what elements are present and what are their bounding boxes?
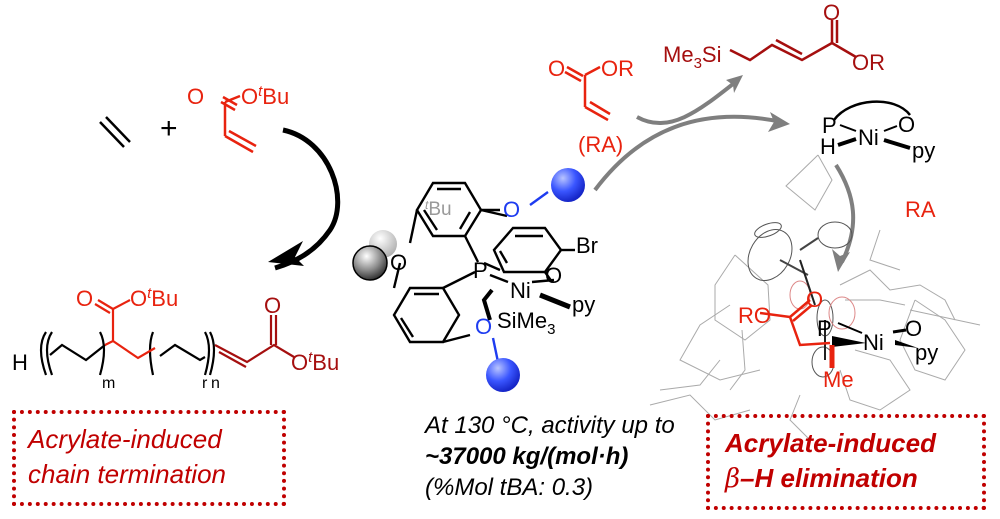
crystal-o: O	[905, 316, 922, 341]
plus-sign: +	[160, 112, 178, 145]
crystal-p: P	[817, 316, 832, 341]
ethylene	[99, 116, 131, 148]
crystal-ni: Ni	[863, 330, 884, 355]
ra-arrow-label: RA	[905, 197, 936, 222]
tert-butyl-acrylate: O OtBu	[187, 83, 289, 154]
nickel-catalyst: O O O tBu Br O P Ni py SiMe3	[352, 168, 598, 392]
beta-h-elimination-line1: Acrylate-induced	[725, 428, 936, 458]
activity-line2: ~37000 kg/(mol·h)	[425, 443, 629, 470]
beta-h-text: –H elimination	[740, 463, 918, 493]
crystal-ro: RO	[738, 303, 771, 328]
copolymerization-arrowhead	[268, 241, 304, 266]
trimethylsilyl-label: SiMe3	[497, 308, 555, 338]
bromo-label: Br	[576, 233, 598, 258]
terminated-polymer: H O OtBu m r n O OtBu	[12, 285, 339, 392]
ra-carbonyl-o: O	[548, 56, 565, 81]
nickel-label: Ni	[510, 278, 531, 303]
chain-termination-box	[12, 410, 286, 506]
hydride-py: py	[912, 138, 935, 163]
beta-h-elimination-line2: β–H elimination	[725, 462, 918, 495]
subscript-r: r	[202, 375, 208, 392]
black-sphere	[352, 245, 388, 281]
hydride-p: P	[822, 113, 837, 138]
vinylidene-carbonyl-o: O	[264, 293, 281, 318]
polymer-side-ester: OtBu	[130, 285, 178, 311]
copolymerization-arrow	[274, 127, 341, 271]
crystal-carbonyl-o: O	[806, 287, 823, 312]
me3si-label: Me3Si	[663, 42, 721, 72]
crystal-bonds	[759, 237, 918, 368]
ether-o-left: O	[390, 250, 407, 275]
pyridine-label: py	[572, 292, 595, 317]
hydride-ni: Ni	[858, 125, 879, 150]
nickel-hydride: P H Ni O py	[820, 100, 935, 163]
phenoxy-o-label: O	[545, 263, 562, 288]
acrylate-ra: O OR (RA)	[548, 56, 634, 157]
ether-o-top: O	[503, 197, 520, 222]
subscript-n: n	[211, 375, 220, 392]
chain-termination-line1: Acrylate-induced	[28, 424, 222, 454]
tbu-label: tBu	[425, 198, 452, 220]
bulky-group-sphere-bottom	[486, 358, 520, 392]
allylsilane-ester-or: OR	[852, 50, 885, 75]
activity-line3: (%Mol tBA: 0.3)	[425, 474, 594, 501]
allylsilane-product: Me3Si O OR	[663, 0, 885, 75]
arrowhead-to-allylsilane	[726, 75, 743, 93]
acrylate-ester-label: OtBu	[241, 83, 289, 109]
bulky-group-sphere-top	[551, 168, 585, 202]
beta-h-elimination-box	[706, 414, 986, 510]
chain-termination-line2: chain termination	[28, 459, 226, 489]
end-group-ester: OtBu	[291, 349, 339, 375]
polymer-carbonyl-o: O	[76, 286, 93, 311]
ra-ester-or: OR	[601, 56, 634, 81]
beta-symbol: β	[725, 464, 741, 494]
arrowhead-to-hydride	[768, 112, 790, 132]
activity-note: At 130 °C, activity up to ~37000 kg/(mol…	[425, 410, 675, 503]
allylsilane-carbonyl-o: O	[823, 0, 840, 25]
hydride-o: O	[898, 112, 915, 137]
phosphorus-label: P	[473, 258, 488, 283]
gray-arrows	[593, 78, 856, 263]
acrylate-carbonyl-o: O	[187, 84, 204, 109]
crystal-py: py	[915, 340, 938, 365]
subscript-m: m	[102, 375, 115, 392]
polymer-h: H	[12, 350, 28, 375]
crystal-me: Me	[823, 367, 854, 392]
ether-o-bottom: O	[475, 314, 492, 339]
hydride-h: H	[820, 134, 836, 159]
arrowhead-to-insertion	[832, 249, 850, 272]
activity-line1: At 130 °C, activity up to	[425, 412, 675, 439]
ra-label: (RA)	[578, 132, 623, 157]
